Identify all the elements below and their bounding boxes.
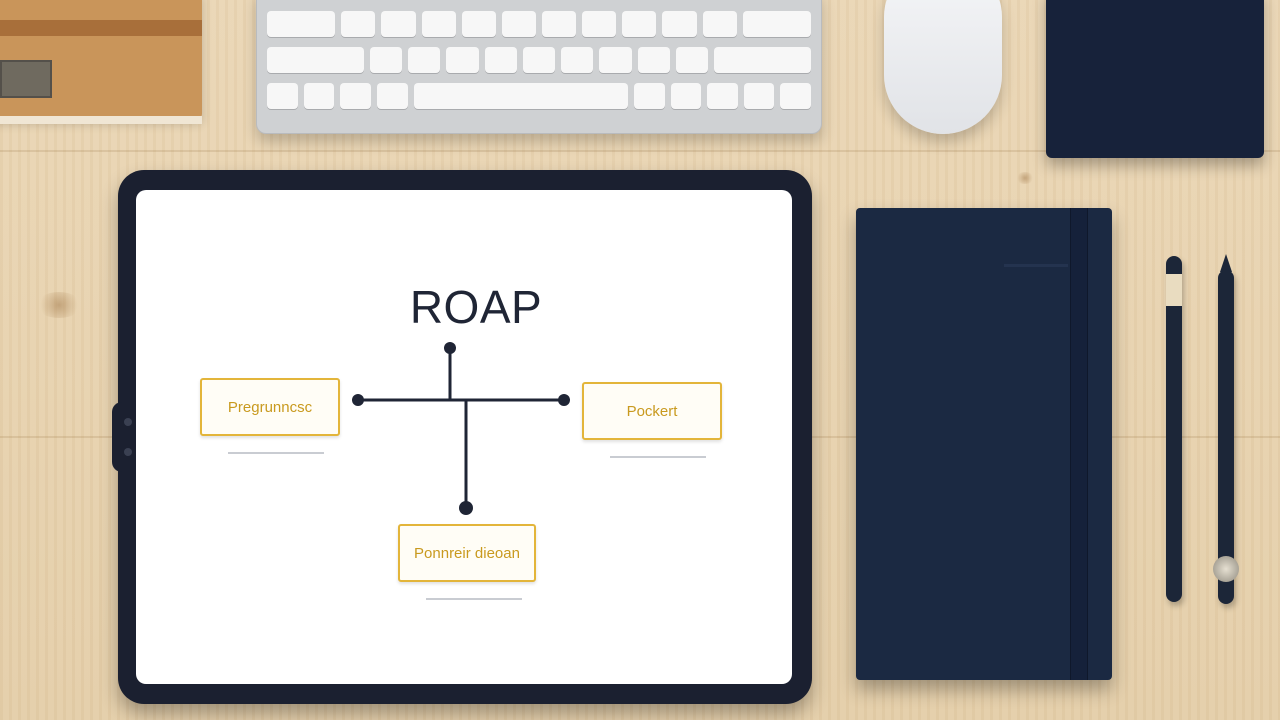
notebook-right	[856, 208, 1112, 680]
pen-tip	[1220, 254, 1232, 272]
diagram-node-bottom[interactable]: Ponnreir dieoan	[398, 524, 536, 582]
key[interactable]	[461, 11, 496, 37]
book-band	[0, 20, 202, 36]
key[interactable]	[561, 47, 594, 73]
key[interactable]	[742, 11, 811, 37]
key[interactable]	[637, 47, 670, 73]
key[interactable]	[707, 83, 738, 109]
keyboard-row	[267, 83, 811, 109]
key[interactable]	[702, 11, 737, 37]
key[interactable]	[381, 11, 416, 37]
desk-seam	[0, 150, 1280, 152]
tablet-screen[interactable]: ROAP Pregrunncsc Pockert Ponnreir dieoan	[136, 190, 792, 684]
key[interactable]	[369, 47, 403, 73]
node-underline	[610, 456, 706, 458]
camera-dot	[124, 448, 132, 456]
key[interactable]	[408, 47, 441, 73]
key[interactable]	[599, 47, 632, 73]
keyboard[interactable]	[256, 0, 822, 134]
connector-dot-bottom	[459, 501, 473, 515]
mouse[interactable]	[884, 0, 1002, 134]
pen-left[interactable]	[1166, 256, 1182, 602]
node-label: Pockert	[626, 402, 678, 420]
diagram-title: ROAP	[409, 281, 543, 333]
key[interactable]	[446, 47, 479, 73]
notebook-elastic-band	[1070, 208, 1088, 680]
node-label: Pregrunncsc	[227, 398, 313, 416]
key[interactable]	[714, 47, 811, 73]
pen-grip-band	[1166, 274, 1182, 306]
key[interactable]	[421, 11, 456, 37]
key[interactable]	[522, 47, 556, 73]
wood-knot	[1016, 172, 1034, 184]
camera-dot	[124, 418, 132, 426]
key[interactable]	[267, 11, 336, 37]
diagram-node-left[interactable]: Pregrunncsc	[200, 378, 340, 436]
spacebar-key[interactable]	[413, 83, 628, 109]
key[interactable]	[303, 83, 335, 109]
node-underline	[228, 452, 324, 454]
key[interactable]	[622, 11, 657, 37]
wood-knot	[36, 292, 82, 318]
notebook-top	[1046, 0, 1264, 158]
key[interactable]	[376, 83, 408, 109]
key[interactable]	[582, 11, 617, 37]
book	[0, 0, 202, 124]
key[interactable]	[670, 83, 702, 109]
key[interactable]	[341, 11, 376, 37]
node-underline	[426, 598, 522, 600]
key[interactable]	[501, 11, 536, 37]
key[interactable]	[541, 11, 577, 37]
connector-dot-top	[444, 342, 456, 354]
key[interactable]	[743, 83, 775, 109]
pen-right[interactable]	[1213, 254, 1239, 604]
diagram-connectors	[352, 342, 570, 515]
tablet: ROAP Pregrunncsc Pockert Ponnreir dieoan	[112, 170, 812, 704]
book-label-plate	[0, 60, 52, 98]
notebook-emboss	[1004, 264, 1068, 267]
key[interactable]	[267, 47, 364, 73]
key[interactable]	[633, 83, 665, 109]
key[interactable]	[267, 83, 298, 109]
connector-dot-left	[352, 394, 364, 406]
key[interactable]	[340, 83, 371, 109]
key[interactable]	[780, 83, 811, 109]
key[interactable]	[484, 47, 517, 73]
book-pages	[0, 116, 202, 124]
connector-dot-right	[558, 394, 570, 406]
keyboard-row	[267, 11, 811, 37]
key[interactable]	[675, 47, 709, 73]
diagram-node-right[interactable]: Pockert	[582, 382, 722, 440]
key[interactable]	[662, 11, 697, 37]
node-label: Ponnreir dieoan	[414, 544, 520, 562]
keyboard-row	[267, 47, 811, 73]
pen-clip	[1213, 556, 1239, 582]
